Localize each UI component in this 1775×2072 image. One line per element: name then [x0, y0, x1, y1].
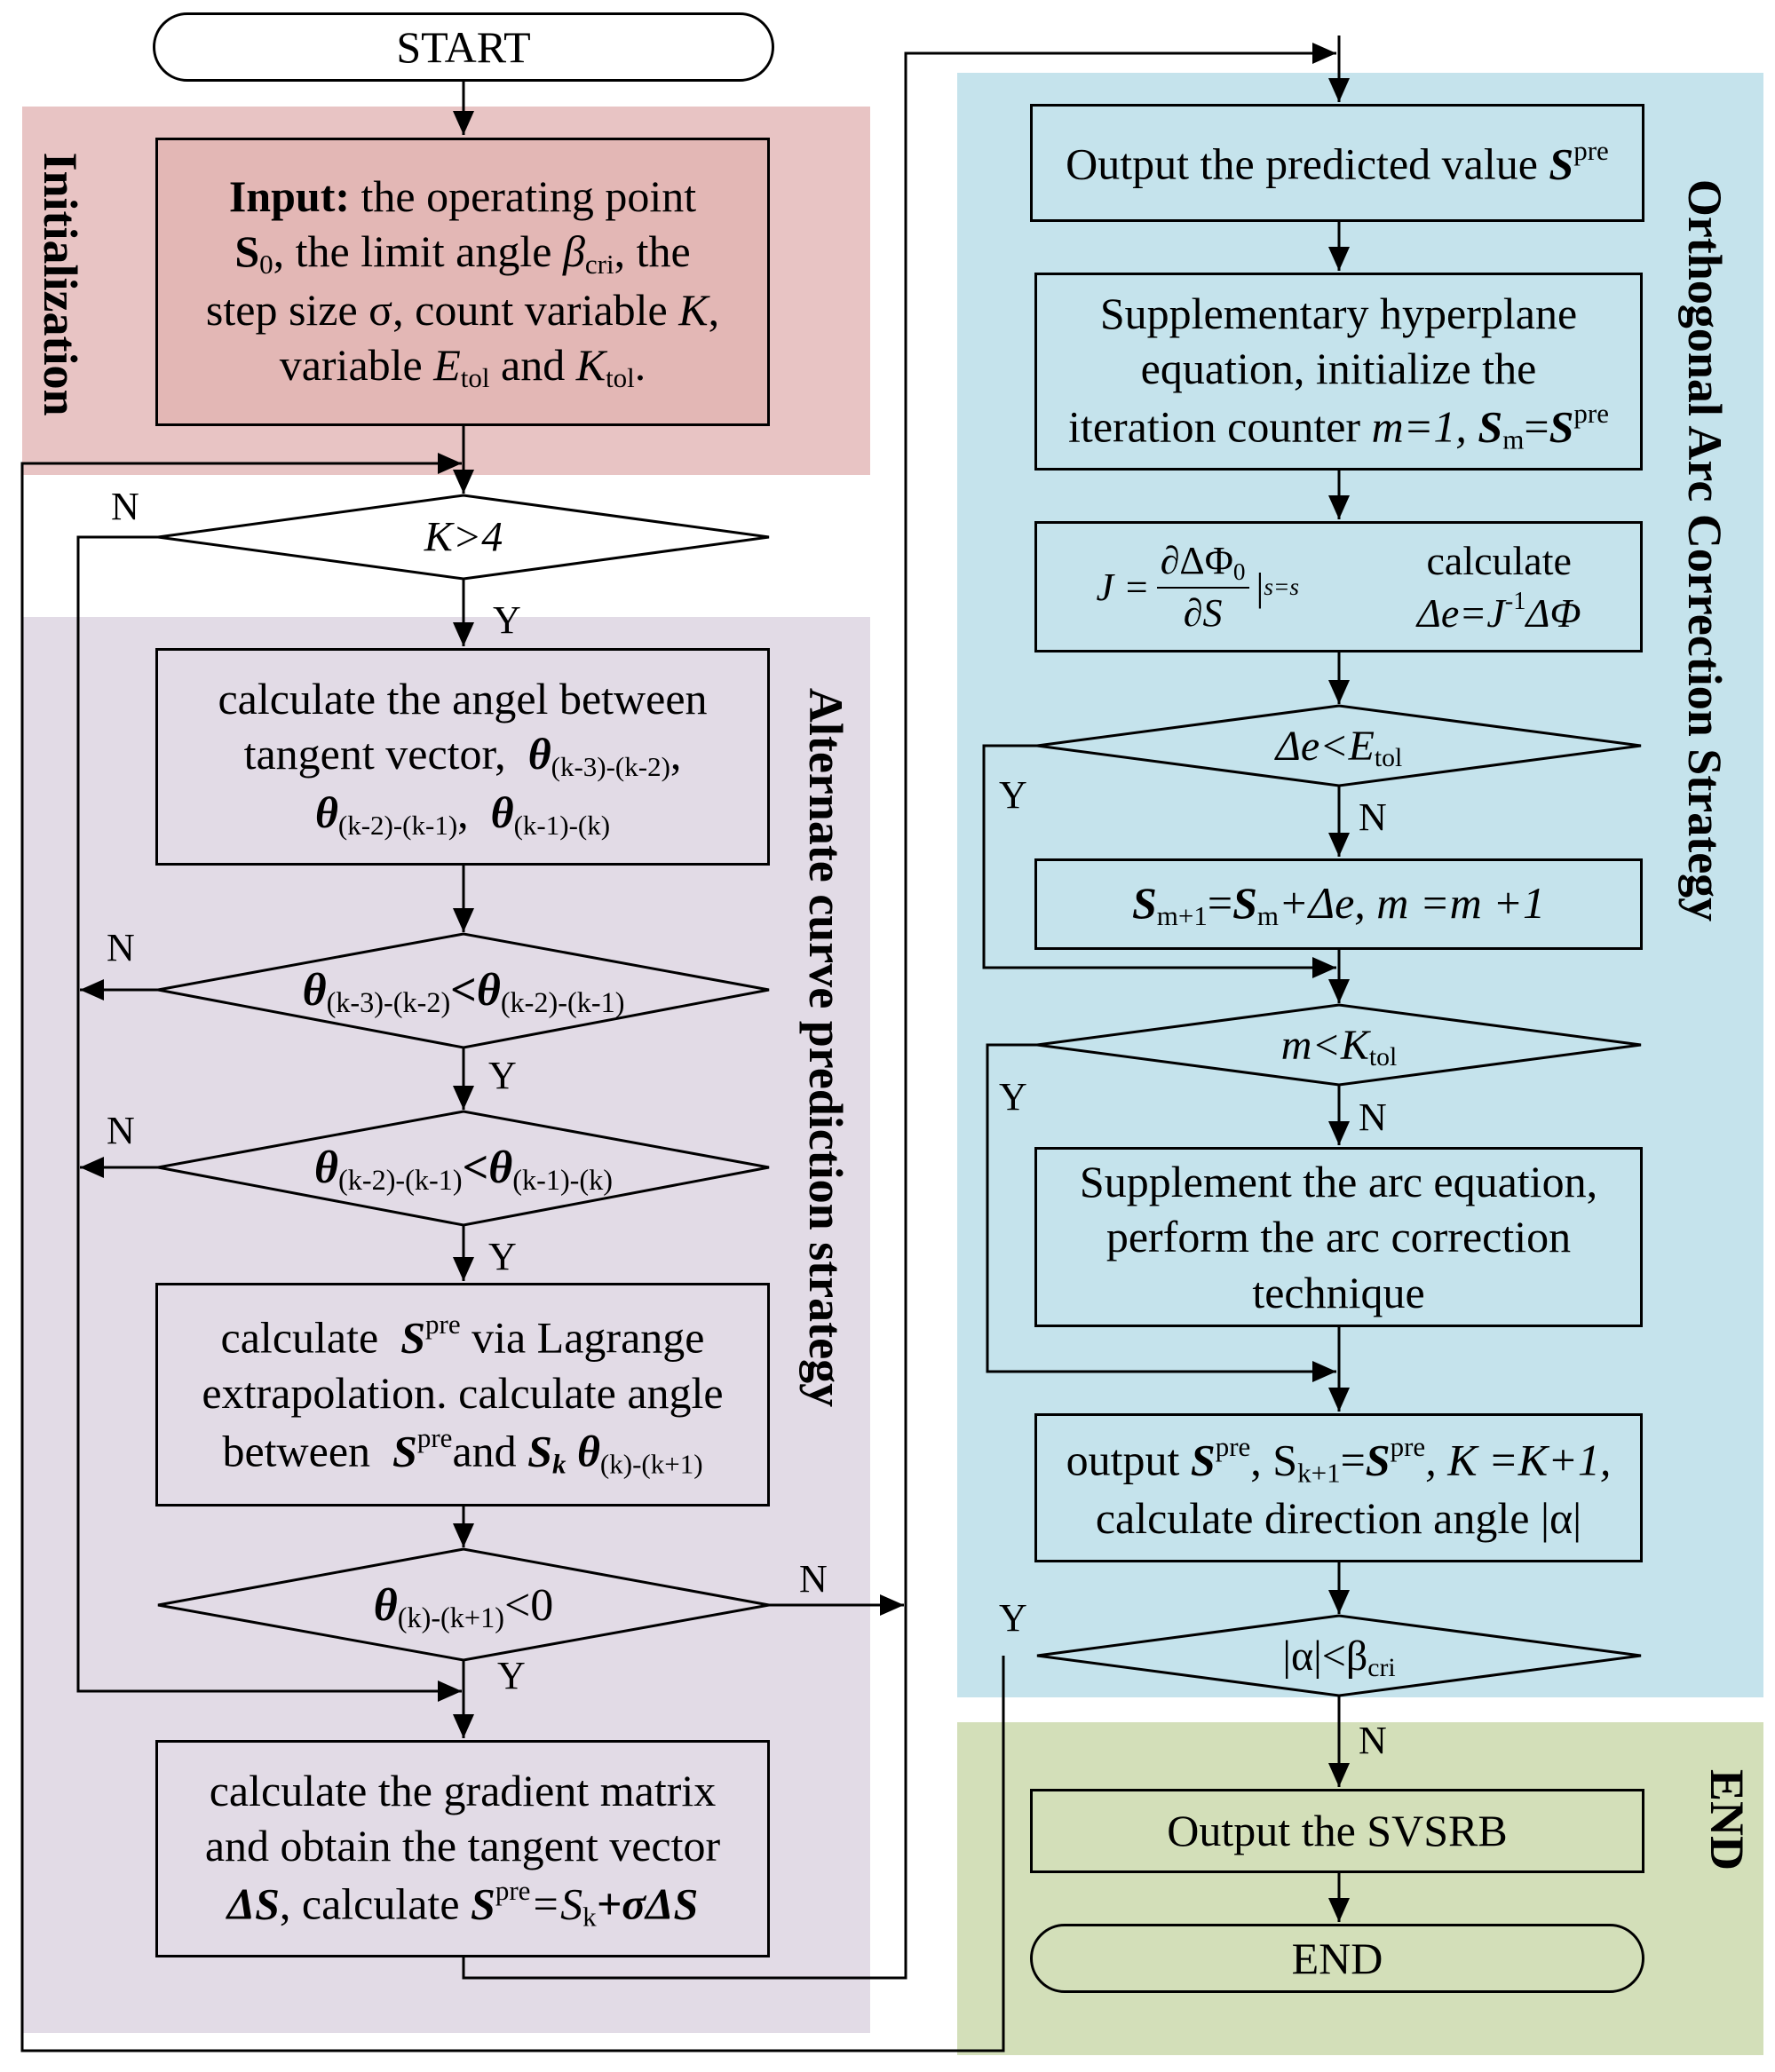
arc-line-2: perform the arc correction: [1105, 1212, 1572, 1262]
gradient-box: calculate the gradient matrix and obtain…: [155, 1740, 770, 1957]
arc-line-1: Supplement the arc equation,: [1079, 1156, 1598, 1206]
input-line-1: Input: the operating point: [228, 170, 697, 221]
start-label: START: [396, 21, 531, 72]
arc-line-3: technique: [1252, 1267, 1425, 1317]
output-svsrb-box: Output the SVSRB: [1030, 1789, 1644, 1873]
diamond-theta-2: [157, 1110, 770, 1227]
hyperplane-box: Supplementary hyperplane equation, initi…: [1034, 273, 1643, 471]
lagrange-line-1: calculate Spre via Lagrange: [220, 1309, 705, 1363]
input-line-4: variable Etol and Ktol.: [279, 340, 646, 393]
alternate-region: [22, 617, 870, 2033]
label-n-de: N: [1359, 795, 1387, 839]
label-n-m: N: [1359, 1095, 1387, 1139]
label-n-k: N: [111, 485, 139, 528]
decision-k-gt-4: K>4: [424, 513, 503, 561]
jacobian-box: J = ∂ΔΦ0 ∂S |s=s calculate Δe=J-1ΔΦ: [1034, 521, 1643, 652]
angle-box: calculate the angel between tangent vect…: [155, 648, 770, 866]
start-terminal: START: [153, 12, 774, 82]
label-n-theta1: N: [107, 926, 135, 969]
label-y-alpha: Y: [999, 1596, 1027, 1640]
label-n-alpha: N: [1359, 1719, 1387, 1762]
decision-theta-2: θ(k-2)-(k-1)<θ(k-1)-(k): [313, 1142, 614, 1197]
label-y-m: Y: [999, 1075, 1027, 1119]
diamond-m: [1036, 1003, 1642, 1087]
label-y-theta1: Y: [488, 1054, 517, 1097]
hyperplane-line-2: equation, initialize the: [1140, 344, 1537, 394]
gradient-line-3: ΔS, calculate Spre=Sk+σΔS: [226, 1874, 699, 1933]
angle-line-3: θ(k-2)-(k-1), θ(k-1)-(k): [314, 787, 611, 841]
input-line-3: step size σ, count variable K,: [205, 284, 720, 335]
diamond-k-gt-4: [157, 494, 770, 581]
orthogonal-region: [957, 73, 1763, 1697]
end-region: [957, 1722, 1763, 2055]
decision-m: m<Ktol: [1280, 1021, 1398, 1072]
label-y-theta3: Y: [497, 1654, 526, 1697]
output-k-line-2: calculate direction angle |α|: [1095, 1492, 1582, 1543]
decision-alpha: |α|<βcri: [1282, 1632, 1396, 1683]
label-y-theta2: Y: [488, 1235, 517, 1278]
hyperplane-line-3: iteration counter m=1, Sm=Spre: [1068, 397, 1609, 455]
lagrange-line-3: between Spreand Sk θ(k)-(k+1): [222, 1421, 703, 1480]
arc-correction-box: Supplement the arc equation, perform the…: [1034, 1147, 1643, 1327]
diamond-theta-1: [157, 932, 770, 1049]
label-y-k: Y: [493, 598, 521, 642]
update-box: Sm+1=Sm+Δe, m =m +1: [1034, 858, 1643, 950]
gradient-line-1: calculate the gradient matrix: [209, 1765, 717, 1815]
end-terminal: END: [1030, 1924, 1644, 1993]
output-k-box: output Spre, Sk+1=Spre, K =K+1, calculat…: [1034, 1413, 1643, 1562]
calc-delta-e: calculate Δe=J-1ΔΦ: [1416, 537, 1581, 636]
decision-theta-1: θ(k-3)-(k-2)<θ(k-2)-(k-1): [302, 964, 625, 1019]
jacobian-formula: J = ∂ΔΦ0 ∂S |s=s: [1096, 536, 1299, 637]
label-n-theta3: N: [799, 1557, 828, 1601]
decision-theta-3: θ(k)-(k+1)<0: [373, 1579, 554, 1634]
angle-line-1: calculate the angel between: [218, 673, 708, 724]
output-predicted-box: Output the predicted value Spre: [1030, 104, 1644, 222]
output-k-line-1: output Spre, Sk+1=Spre, K =K+1,: [1066, 1430, 1612, 1489]
lagrange-line-2: extrapolation. calculate angle: [202, 1368, 724, 1419]
angle-line-2: tangent vector, θ(k-3)-(k-2),: [243, 729, 682, 782]
label-n-theta2: N: [107, 1109, 135, 1152]
decision-delta-e: Δe<Etol: [1275, 722, 1403, 773]
input-box: Input: the operating point S0, the limit…: [155, 138, 770, 426]
hyperplane-line-1: Supplementary hyperplane: [1099, 288, 1578, 338]
lagrange-box: calculate Spre via Lagrange extrapolatio…: [155, 1283, 770, 1507]
diamond-alpha: [1036, 1614, 1642, 1697]
diamond-de: [1036, 704, 1642, 787]
gradient-line-2: and obtain the tangent vector: [204, 1821, 721, 1871]
label-y-de: Y: [999, 773, 1027, 817]
input-line-2: S0, the limit angle βcri, the: [234, 226, 691, 280]
